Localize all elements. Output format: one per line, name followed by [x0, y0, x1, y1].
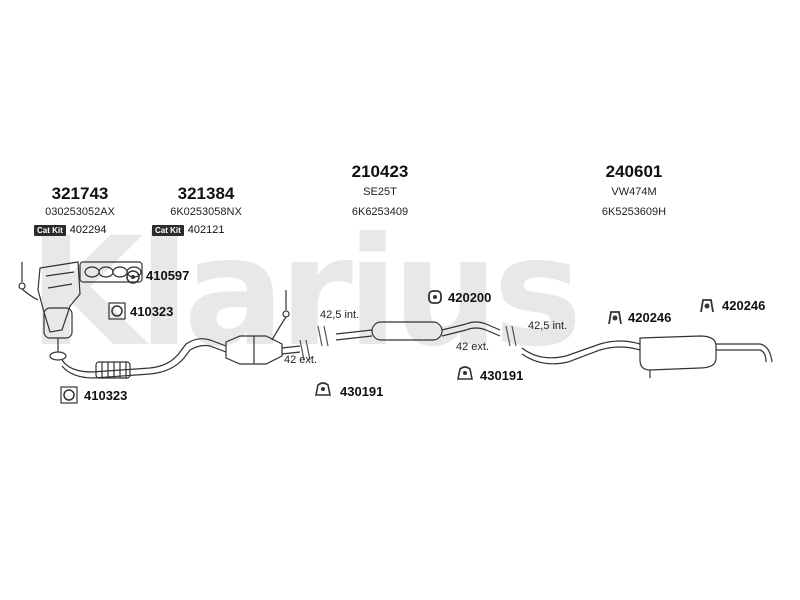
part-number-321384: 321384	[177, 184, 235, 203]
part-420246-left: 420246	[628, 310, 672, 325]
part-410323-upper: 410323	[130, 304, 174, 319]
rear-joint-markers	[505, 325, 517, 347]
rubber-mount-icon	[457, 366, 473, 380]
reference-number: 6K0253058NX	[170, 206, 242, 218]
front-joint-ext-dimension: 42 ext.	[284, 354, 318, 366]
part-410323-lower: 410323	[84, 388, 128, 403]
reference-number: SE25T	[363, 186, 397, 198]
reference-number: 6K5253609H	[601, 206, 667, 218]
part-number-321743: 321743	[51, 184, 109, 203]
ring-gasket-icon	[60, 386, 78, 404]
rubber-mount-icon	[315, 382, 331, 396]
part-number-240601: 240601	[605, 162, 663, 181]
front-joint-markers	[299, 325, 329, 361]
rear-joint-int-dimension: 42,5 int.	[528, 320, 568, 332]
reference-number: 030253052AX	[45, 206, 115, 218]
brand-watermark: Klarius	[28, 206, 582, 380]
part-420246-right: 420246	[722, 298, 766, 313]
catalyst-drawing	[225, 290, 301, 365]
front-joint-int-dimension: 42,5 int.	[320, 309, 360, 321]
hanger-icon	[428, 290, 442, 304]
reference-number: 6K6253409	[351, 206, 409, 218]
catkit-number: 402121	[187, 224, 225, 236]
gasket-icon	[126, 270, 140, 284]
manifold-catalyst-drawing	[37, 261, 81, 361]
rear-joint-ext-dimension: 42 ext.	[456, 341, 490, 353]
front-pipe-drawing	[61, 338, 227, 379]
middle-silencer-drawing	[335, 321, 501, 341]
ring-gasket-icon	[108, 302, 126, 320]
rear-mount-icon	[700, 299, 714, 313]
part-430191-mid: 430191	[480, 368, 524, 383]
catkit-label-group-1: Cat Kit 402294	[34, 224, 107, 236]
lambda-sensor-left-drawing	[18, 262, 39, 301]
part-430191-front: 430191	[340, 384, 384, 399]
part-410597: 410597	[146, 268, 190, 283]
catkit-badge: Cat Kit	[152, 224, 184, 236]
manifold-gasket-drawing	[79, 261, 143, 283]
catkit-label-group-2: Cat Kit 402121	[152, 224, 225, 236]
part-number-210423: 210423	[351, 162, 409, 181]
part-420200: 420200	[448, 290, 492, 305]
reference-number: VW474M	[611, 186, 657, 198]
rear-silencer-drawing	[521, 335, 773, 378]
catkit-number: 402294	[69, 224, 107, 236]
catkit-badge: Cat Kit	[34, 224, 66, 236]
rear-mount-icon	[608, 311, 622, 325]
